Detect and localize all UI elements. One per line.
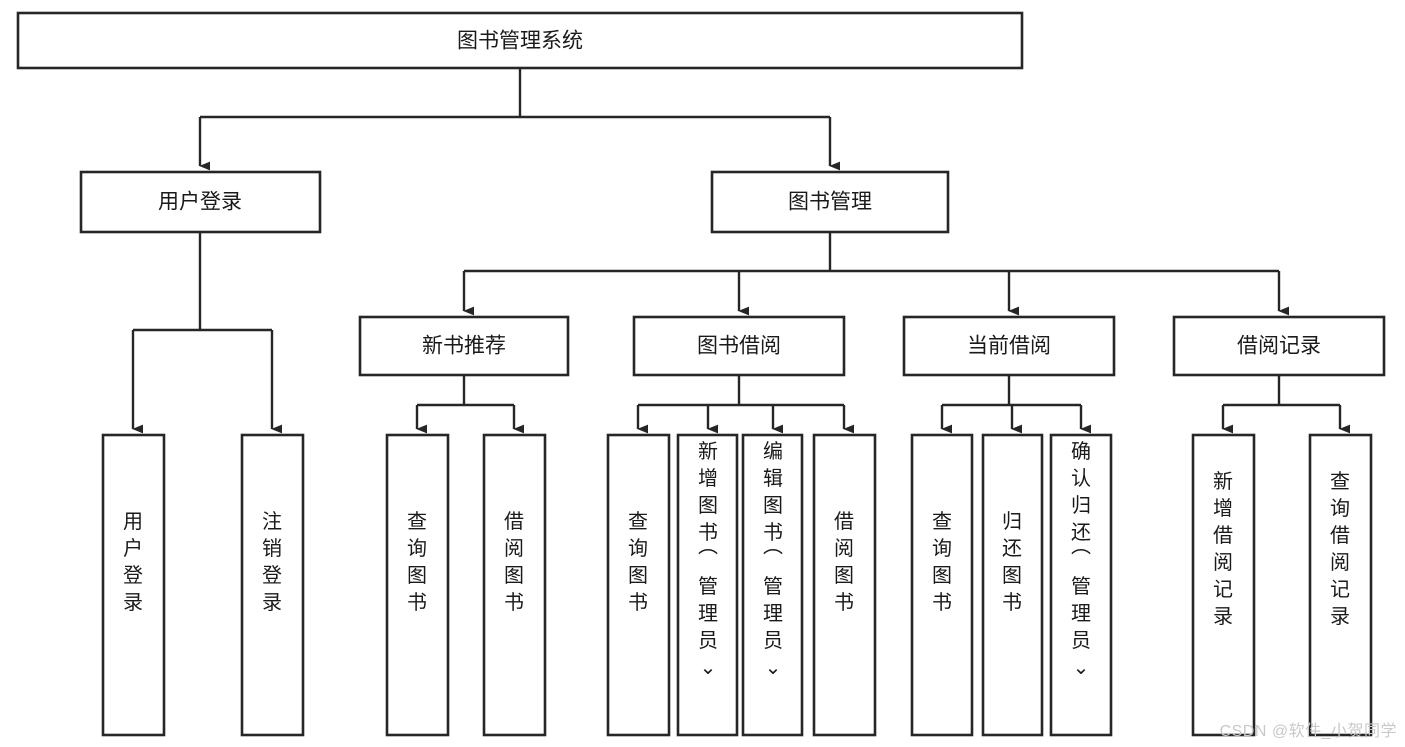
node-user-login-box[interactable] [79, 170, 322, 234]
node-root-box[interactable] [16, 11, 1024, 70]
leaf-label-book-borrow-3: 借阅图书 [834, 510, 854, 614]
leaf-box-borrow-records-1[interactable] [1308, 433, 1373, 737]
connector-group-new-book [415, 375, 525, 434]
node-borrow-records[interactable]: 借阅记录 [1172, 315, 1386, 377]
node-borrow-records-box[interactable] [1172, 315, 1386, 377]
node-current-borrow-box[interactable] [902, 315, 1116, 377]
leaf-label-new-book-1: 借阅图书 [504, 510, 524, 614]
connector-group-current-borrow [940, 375, 1092, 434]
node-book-manage[interactable]: 图书管理 [710, 170, 950, 234]
leaf-box-user-login-1[interactable] [240, 433, 305, 737]
leaf-label-borrow-records-1: 查询借阅记录 [1330, 470, 1350, 628]
leaf-label-book-borrow-1: 新增图书⌒管理员⌄ [698, 440, 718, 679]
node-root-label: 图书管理系统 [457, 30, 583, 53]
leaf-node[interactable]: 借阅图书 [482, 433, 547, 737]
connector-group-book-manage [462, 232, 1290, 316]
leaf-box-borrow-records-0[interactable] [1191, 433, 1256, 737]
leaf-node[interactable]: 注销登录 [240, 433, 305, 737]
leaf-node[interactable]: 查询图书 [910, 433, 974, 737]
leaf-label-current-borrow-2: 确认归还⌒管理员⌄ [1071, 440, 1091, 679]
leaf-node[interactable]: 查询借阅记录 [1308, 433, 1373, 737]
leaf-box-book-borrow-3[interactable] [812, 433, 877, 737]
connector-group-book-borrow [636, 375, 855, 434]
leaf-label-current-borrow-0: 查询图书 [932, 510, 952, 614]
leaf-node[interactable]: 确认归还⌒管理员⌄ [1049, 433, 1113, 737]
leaf-box-new-book-0[interactable] [385, 433, 450, 737]
node-book-borrow[interactable]: 图书借阅 [632, 315, 846, 377]
node-root[interactable]: 图书管理系统 [16, 11, 1024, 70]
leaf-box-book-borrow-1[interactable] [676, 433, 739, 737]
leaf-label-user-login-0: 用户登录 [123, 511, 143, 614]
leaf-box-book-borrow-0[interactable] [606, 433, 671, 737]
leaf-label-user-login-1: 注销登录 [262, 510, 282, 614]
leaf-label-new-book-0: 查询图书 [407, 510, 427, 614]
leaf-box-current-borrow-2[interactable] [1049, 433, 1113, 737]
connector-group-root [198, 68, 841, 171]
leaf-box-current-borrow-1[interactable] [981, 433, 1044, 737]
node-book-manage-label: 图书管理 [788, 191, 872, 214]
leaf-label-current-borrow-1: 归还图书 [1002, 510, 1022, 614]
node-new-book-recommend-label: 新书推荐 [422, 335, 506, 358]
node-user-login[interactable]: 用户登录 [79, 170, 322, 234]
node-book-borrow-box[interactable] [632, 315, 846, 377]
node-book-manage-box[interactable] [710, 170, 950, 234]
leaf-node[interactable]: 编辑图书⌒管理员⌄ [741, 433, 804, 737]
node-user-login-label: 用户登录 [158, 191, 242, 214]
leaf-node[interactable]: 新增图书⌒管理员⌄ [676, 433, 739, 737]
csdn-watermark: CSDN @软件_小贺同学 [1219, 723, 1397, 740]
leaf-node[interactable]: 查询图书 [606, 433, 671, 737]
leaf-box-current-borrow-0[interactable] [910, 433, 974, 737]
connector-group-user-login [131, 232, 283, 434]
leaf-node[interactable]: 用户登录 [101, 433, 166, 737]
leaf-box-user-login-0[interactable] [101, 433, 166, 737]
leaf-box-new-book-1[interactable] [482, 433, 547, 737]
leaf-label-borrow-records-0: 新增借阅记录 [1213, 470, 1233, 628]
leaf-node[interactable]: 新增借阅记录 [1191, 433, 1256, 737]
node-current-borrow-label: 当前借阅 [967, 335, 1051, 358]
node-new-book-recommend-box[interactable] [358, 315, 570, 377]
node-book-borrow-label: 图书借阅 [697, 335, 781, 358]
leaf-label-book-borrow-0: 查询图书 [628, 510, 648, 614]
leaf-label-book-borrow-2: 编辑图书⌒管理员⌄ [763, 440, 783, 679]
leaf-node[interactable]: 归还图书 [981, 433, 1044, 737]
node-new-book-recommend[interactable]: 新书推荐 [358, 315, 570, 377]
leaf-box-book-borrow-2[interactable] [741, 433, 804, 737]
node-borrow-records-label: 借阅记录 [1237, 335, 1321, 358]
leaf-node[interactable]: 借阅图书 [812, 433, 877, 737]
connector-group-borrow-records [1221, 375, 1351, 434]
node-current-borrow[interactable]: 当前借阅 [902, 315, 1116, 377]
leaf-node[interactable]: 查询图书 [385, 433, 450, 737]
